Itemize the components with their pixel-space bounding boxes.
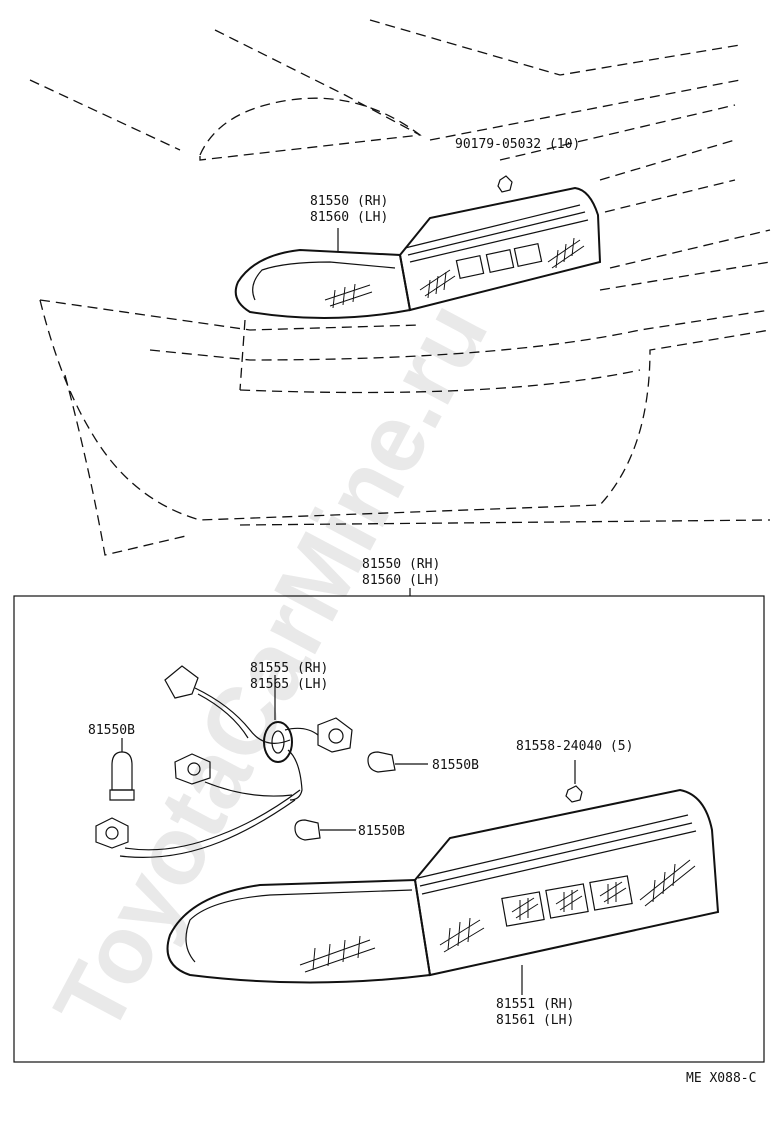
reflector-mesh bbox=[599, 881, 627, 904]
label-nut: 90179-05032 (10) bbox=[455, 137, 580, 152]
socket-opening bbox=[328, 728, 344, 744]
body-line bbox=[609, 229, 771, 269]
bumper-bottom-line bbox=[239, 519, 771, 526]
tail-lamp-installed bbox=[234, 175, 602, 320]
lens-hatching bbox=[299, 935, 376, 973]
lamp-trim-line bbox=[404, 204, 581, 249]
bulb-right-lower bbox=[294, 819, 356, 841]
bulb-right-upper bbox=[367, 751, 428, 773]
bulb-socket bbox=[317, 717, 353, 753]
label-lamp-lh: 81560 (LH) bbox=[310, 210, 388, 225]
tail-lamp-lens bbox=[166, 788, 720, 995]
lens-hatching bbox=[547, 237, 585, 269]
body-line bbox=[369, 19, 741, 76]
harness-wire bbox=[124, 789, 301, 851]
label-lens-lh: 81561 (LH) bbox=[496, 1013, 574, 1028]
wedge-bulb bbox=[294, 819, 321, 841]
reflector-window bbox=[485, 248, 515, 274]
lens-hatching bbox=[419, 269, 456, 299]
reflector-mesh bbox=[511, 897, 539, 920]
bulb-left bbox=[109, 738, 135, 801]
lens-hatching bbox=[324, 283, 373, 309]
clip bbox=[565, 785, 583, 803]
body-line bbox=[239, 369, 641, 394]
lamp-outer-lens bbox=[234, 248, 412, 320]
socket-wire-harness bbox=[95, 665, 353, 858]
body-seam-line bbox=[239, 319, 246, 391]
body-line bbox=[39, 299, 421, 331]
label-clip: 81558-24040 (5) bbox=[516, 739, 633, 754]
harness-wire bbox=[119, 799, 296, 858]
bumper-corner-line bbox=[64, 374, 191, 556]
lens-hatching bbox=[639, 859, 696, 907]
body-line bbox=[604, 179, 736, 213]
bulb-socket bbox=[95, 817, 129, 849]
rear-window-outline bbox=[199, 97, 422, 161]
body-line bbox=[29, 79, 181, 151]
bulb-base bbox=[109, 789, 135, 801]
reflector-window bbox=[501, 891, 545, 927]
lens-inner-line bbox=[185, 889, 413, 963]
lamp-trim-line bbox=[407, 211, 586, 256]
body-line bbox=[214, 29, 421, 136]
body-line bbox=[499, 104, 736, 161]
body-line bbox=[599, 261, 771, 291]
label-socket-rh: 81555 (RH) bbox=[250, 661, 328, 676]
exploded-view-frame bbox=[13, 595, 765, 1063]
label-lamp-rh: 81550 (RH) bbox=[310, 194, 388, 209]
harness-connector bbox=[164, 665, 199, 699]
body-line bbox=[599, 139, 736, 181]
harness-wire bbox=[197, 693, 249, 739]
label-assy-rh: 81550 (RH) bbox=[362, 557, 440, 572]
grommet-inner bbox=[271, 730, 285, 754]
socket-opening bbox=[187, 762, 201, 776]
reflector-mesh bbox=[555, 889, 583, 912]
lamp-trim-line bbox=[409, 219, 589, 263]
socket-opening bbox=[105, 826, 119, 840]
bumper-top-line bbox=[149, 309, 771, 361]
clip-part bbox=[565, 760, 583, 803]
lens-center-body bbox=[413, 788, 720, 977]
harness-wire bbox=[194, 687, 291, 744]
lamp-center-body bbox=[398, 186, 602, 312]
bulb-socket bbox=[174, 753, 211, 785]
lamp-inner-line bbox=[252, 261, 396, 301]
label-bulb-right-upper: 81550B bbox=[432, 758, 479, 773]
body-line bbox=[429, 79, 741, 141]
lens-trim-line bbox=[421, 830, 697, 895]
label-bulb-right-lower: 81550B bbox=[358, 824, 405, 839]
harness-wire bbox=[204, 781, 293, 797]
reflector-window bbox=[589, 875, 633, 911]
reflector-window bbox=[455, 254, 485, 280]
wedge-bulb bbox=[367, 751, 396, 773]
reflector-window bbox=[513, 242, 543, 268]
lens-hatching bbox=[439, 917, 485, 953]
reflector-window bbox=[545, 883, 589, 919]
car-body-outline bbox=[29, 19, 771, 556]
lens-trim-line bbox=[417, 814, 689, 879]
nut-part bbox=[497, 175, 513, 193]
grommet bbox=[263, 721, 293, 763]
label-lens-rh: 81551 (RH) bbox=[496, 997, 574, 1012]
label-assy-lh: 81560 (LH) bbox=[362, 573, 440, 588]
harness-wire bbox=[284, 727, 319, 801]
label-bulb-left: 81550B bbox=[88, 723, 135, 738]
lens-trim-line bbox=[419, 822, 693, 887]
diagram-code: ME X088-C bbox=[686, 1071, 756, 1086]
wedge-bulb bbox=[111, 751, 133, 791]
label-socket-lh: 81565 (LH) bbox=[250, 677, 328, 692]
lens-outer bbox=[166, 878, 432, 984]
